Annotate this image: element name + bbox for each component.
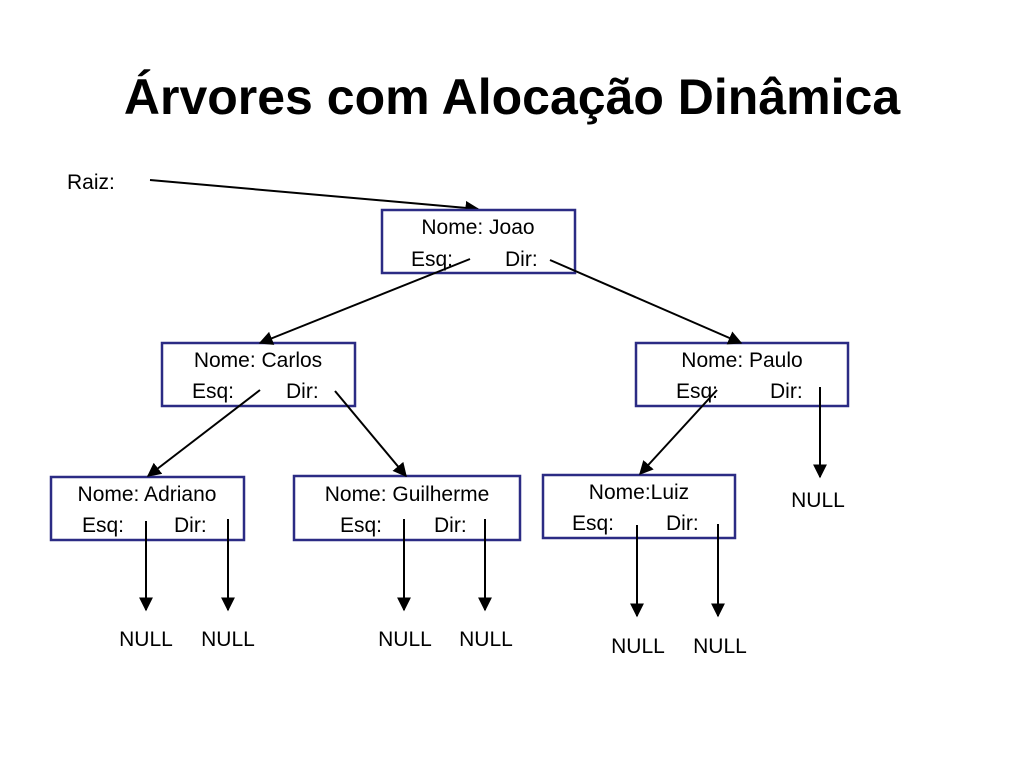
- root-pointer-arrow: [149, 179, 480, 215]
- null-label: NULL: [611, 635, 665, 658]
- tree-node-carlos: Nome: Carlos Esq: Dir:: [160, 341, 357, 408]
- null-label: NULL: [378, 628, 432, 651]
- node-left-label: Esq:: [572, 512, 614, 535]
- edge-paulo-luiz: [639, 389, 718, 476]
- node-right-label: Dir:: [770, 380, 803, 403]
- node-right-label: Dir:: [286, 380, 319, 403]
- null-label: NULL: [201, 628, 255, 651]
- tree-node-adriano: Nome: Adriano Esq: Dir:: [49, 475, 246, 542]
- tree-node-luiz: Nome:Luiz Esq: Dir:: [541, 473, 737, 540]
- root-label: Raiz:: [67, 171, 115, 194]
- node-left-label: Esq:: [340, 514, 382, 537]
- node-box: [49, 475, 246, 542]
- edge-carlos-guilherme: [334, 390, 407, 478]
- node-box: [380, 208, 577, 275]
- page-title: Árvores com Alocação Dinâmica: [123, 69, 901, 125]
- null-label: NULL: [791, 489, 845, 512]
- node-left-label: Esq:: [82, 514, 124, 537]
- node-name: Nome: Adriano: [78, 483, 217, 506]
- null-label: NULL: [119, 628, 173, 651]
- tree-node-guilherme: Nome: Guilherme Esq: Dir:: [292, 474, 522, 542]
- node-left-label: Esq:: [411, 248, 453, 271]
- node-name: Nome:Luiz: [589, 481, 689, 504]
- node-name: Nome: Guilherme: [325, 483, 490, 506]
- null-label: NULL: [459, 628, 513, 651]
- node-box: [292, 474, 522, 542]
- node-name: Nome: Carlos: [194, 349, 322, 372]
- node-right-label: Dir:: [666, 512, 699, 535]
- tree-node-paulo: Nome: Paulo Esq: Dir:: [634, 341, 850, 408]
- node-box: [541, 473, 737, 540]
- node-right-label: Dir:: [505, 248, 538, 271]
- node-left-label: Esq:: [676, 380, 718, 403]
- node-right-label: Dir:: [434, 514, 467, 537]
- tree-node-joao: Nome: Joao Esq: Dir:: [380, 208, 577, 275]
- node-right-label: Dir:: [174, 514, 207, 537]
- null-label: NULL: [693, 635, 747, 658]
- node-box: [634, 341, 850, 408]
- node-left-label: Esq:: [192, 380, 234, 403]
- edge-joao-paulo: [549, 259, 743, 345]
- edge-carlos-adriano: [146, 389, 261, 477]
- edge-joao-carlos: [258, 258, 471, 345]
- node-name: Nome: Paulo: [681, 349, 802, 372]
- node-name: Nome: Joao: [421, 216, 534, 239]
- node-box: [160, 341, 357, 408]
